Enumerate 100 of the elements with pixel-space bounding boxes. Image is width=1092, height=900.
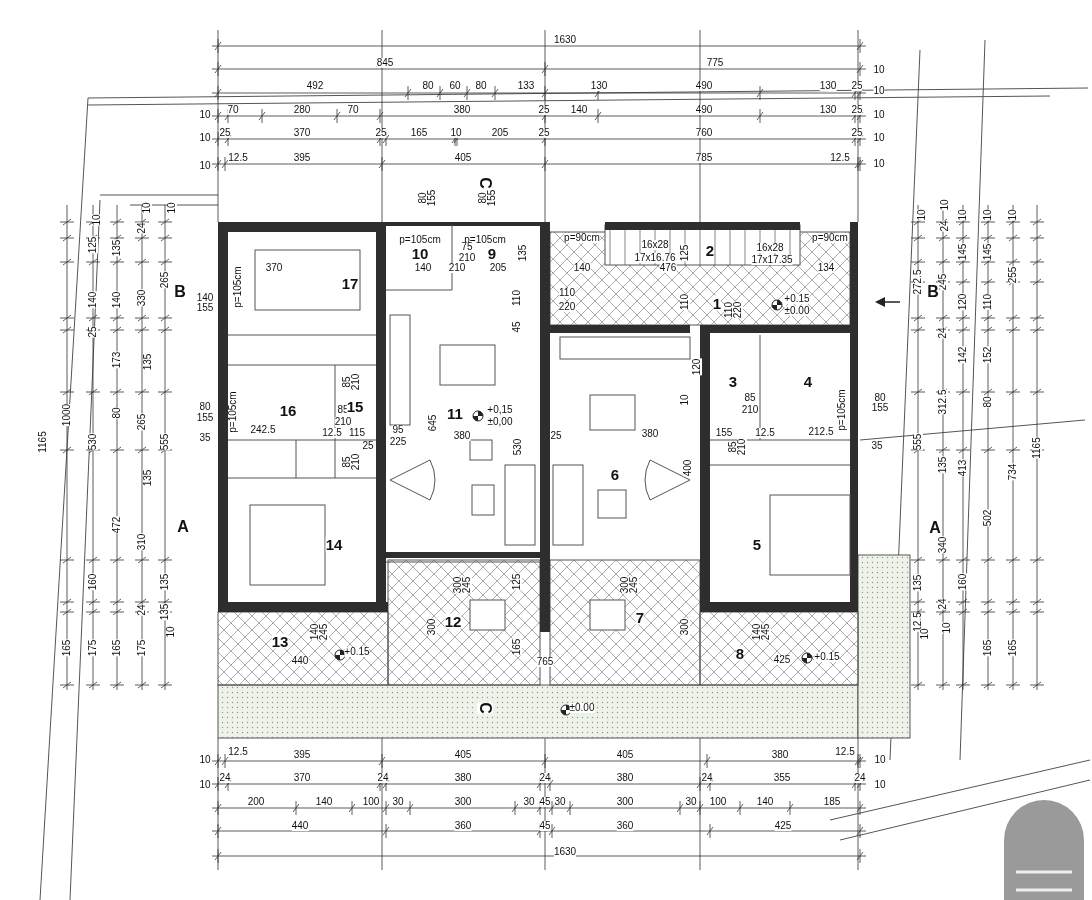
dimension-label: 502 (983, 509, 993, 527)
dimension-label: 272.5 (913, 269, 923, 295)
dimension-label: 155 (871, 403, 889, 413)
dimension-label: 140 (570, 105, 588, 115)
dimension-label: 300 (427, 618, 437, 636)
opening-note: p=105cm (228, 391, 238, 433)
dimension-label: 300 (616, 797, 634, 807)
dimension-label: 155 (715, 428, 733, 438)
dimension-label: 245 (319, 623, 329, 641)
dimension-label: 10 (874, 755, 886, 765)
dimension-label: 115 (349, 428, 365, 438)
dimension-label: 440 (291, 821, 309, 831)
dimension-label: 200 (247, 797, 265, 807)
dimension-label: 165 (983, 639, 993, 657)
dimension-label: 242.5 (250, 425, 276, 435)
dimension-label: 142 (958, 346, 968, 364)
dimension-label: 134 (817, 263, 835, 273)
dimension-label: 1165 (1032, 437, 1042, 459)
dimension-label: 10 (199, 161, 211, 171)
dimension-label: 734 (1008, 463, 1018, 481)
dimension-label: 10 (199, 110, 211, 120)
dimension-label: 145 (983, 243, 993, 261)
dimension-label: 133 (517, 81, 535, 91)
dimension-label: 24 (938, 598, 948, 610)
dimension-label: 210 (334, 417, 352, 427)
dimension-label: 135 (518, 244, 528, 262)
dimension-label: 80 (874, 393, 886, 403)
dimension-label: 395 (293, 750, 311, 760)
dimension-label: 25 (88, 326, 98, 338)
dimension-label: 30 (554, 797, 566, 807)
dimension-label: 135 (143, 469, 153, 487)
dimension-label: 140 (752, 623, 762, 641)
dimension-label: 45 (539, 797, 551, 807)
dimension-label: 25 (550, 431, 562, 441)
dimension-label: 555 (160, 433, 170, 451)
dimension-label: 380 (641, 429, 659, 439)
dimension-label: 205 (491, 128, 509, 138)
dimension-label: 85 (728, 441, 738, 453)
dimension-label: 380 (616, 773, 634, 783)
dimension-label: 380 (771, 750, 789, 760)
dimension-label: 135 (160, 603, 170, 621)
dimension-label: 24 (219, 773, 231, 783)
dimension-label: 25 (851, 128, 863, 138)
dimension-label: 25 (219, 128, 231, 138)
dimension-label: 130 (819, 81, 837, 91)
dimension-label: 16x28 (756, 243, 784, 253)
dimension-label: 140 (88, 291, 98, 309)
dimension-label: 405 (616, 750, 634, 760)
dimension-label: 135 (160, 573, 170, 591)
dimension-label: 245 (629, 576, 639, 594)
dimension-label: 140 (315, 797, 333, 807)
dimension-label: 1165 (38, 431, 48, 453)
dimension-label: 110 (559, 288, 575, 298)
dimension-label: 10 (167, 202, 177, 214)
dimension-label: 155 (196, 303, 214, 313)
dimension-label: 645 (428, 414, 438, 432)
room-number: 8 (735, 645, 745, 661)
dimension-label: 80 (199, 402, 211, 412)
dimension-label: 370 (293, 128, 311, 138)
level-label: ±0.00 (569, 703, 595, 713)
dimension-label: 165 (62, 639, 72, 657)
dimension-label: 12.5 (755, 428, 775, 438)
dimension-label: 155 (427, 189, 437, 207)
dimension-label: 10 (199, 755, 211, 765)
dimension-label: 165 (512, 638, 522, 656)
section-mark: C (477, 177, 493, 189)
dimension-label: 425 (773, 655, 791, 665)
dimension-label: 60 (449, 81, 461, 91)
dimension-label: 130 (590, 81, 608, 91)
dimension-label: 205 (489, 263, 507, 273)
dimension-label: 25 (851, 81, 863, 91)
dimension-label: 1630 (553, 35, 577, 45)
dimension-label: 280 (293, 105, 311, 115)
dimension-label: 10 (142, 202, 152, 214)
dimension-label: 155 (196, 413, 214, 423)
dimension-label: 370 (265, 263, 283, 273)
opening-note: p=105cm (837, 389, 847, 431)
dimension-label: 80 (422, 81, 434, 91)
dimension-label: 476 (659, 263, 677, 273)
room-number: 7 (635, 609, 645, 625)
dimension-label: 70 (347, 105, 359, 115)
dimension-label: 492 (306, 81, 324, 91)
dimension-label: 775 (706, 58, 724, 68)
dimension-label: 24 (940, 220, 950, 232)
dimension-label: 312.5 (938, 389, 948, 415)
dimension-label: 10 (874, 780, 886, 790)
dimension-label: 12.5 (228, 747, 248, 757)
dimension-label: 110 (680, 294, 690, 310)
dimension-label: 765 (536, 657, 554, 667)
dimension-label: 80 (478, 192, 488, 204)
dimension-label: 110 (983, 294, 993, 310)
section-mark: A (177, 519, 189, 535)
dimension-label: 300 (454, 797, 472, 807)
dimension-label: 10 (940, 199, 950, 211)
dimension-label: 210 (741, 405, 759, 415)
dimension-label: 425 (774, 821, 792, 831)
dimension-label: 210 (737, 438, 747, 456)
dimension-label: 10 (92, 214, 102, 226)
dimension-label: 35 (871, 441, 883, 451)
opening-note: p=90cm (564, 233, 600, 243)
